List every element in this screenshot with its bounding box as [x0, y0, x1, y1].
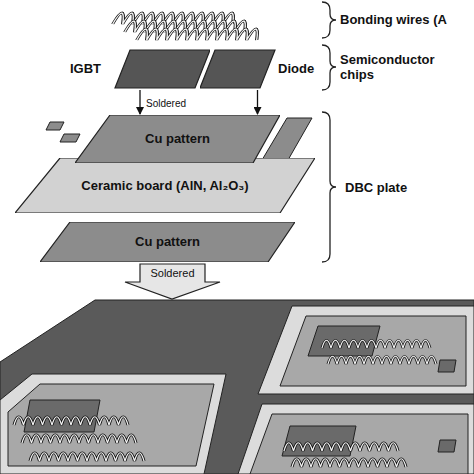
layer-shape: [75, 115, 280, 163]
layer-label: Diode: [278, 61, 318, 76]
bracket: [322, 45, 336, 90]
dbc-assembly: [0, 374, 226, 474]
layer-shape: [40, 222, 295, 262]
solder-arrow: [139, 90, 140, 114]
chip-diode: Diode: [200, 48, 315, 90]
process-label: Soldered: [140, 266, 205, 281]
bracket: [322, 2, 336, 38]
dbc-assembly: [238, 404, 474, 474]
layer-label: Cu pattern: [40, 234, 295, 249]
layer-shape: [200, 50, 275, 88]
bonding-wires: [113, 13, 261, 40]
block-arrow: [125, 264, 220, 299]
copper-pad: [46, 122, 64, 130]
layer-label: Ceramic board (AlN, Al₂O₃): [15, 178, 315, 193]
solder-arrow: [257, 90, 258, 114]
copper-layer: Cu pattern: [40, 222, 295, 262]
chip-igbt: IGBT: [70, 48, 210, 90]
bracket: [322, 112, 336, 262]
part-label: DBC plate: [345, 180, 465, 195]
layer-shape: [15, 158, 315, 213]
base-plate: [0, 300, 474, 474]
copper-pad: [60, 134, 80, 142]
layer-shape: [115, 50, 210, 88]
part-label: Bonding wires (A: [340, 12, 474, 27]
part-label: Semiconductor chips: [340, 52, 465, 82]
ceramic-layer: Ceramic board (AlN, Al₂O₃): [15, 158, 315, 213]
edge-label: Soldered: [146, 96, 186, 111]
dbc-assembly: [258, 306, 474, 394]
copper-layer: Cu pattern: [75, 115, 280, 163]
layer-label: Cu pattern: [75, 131, 280, 146]
layer-label: IGBT: [70, 61, 115, 76]
